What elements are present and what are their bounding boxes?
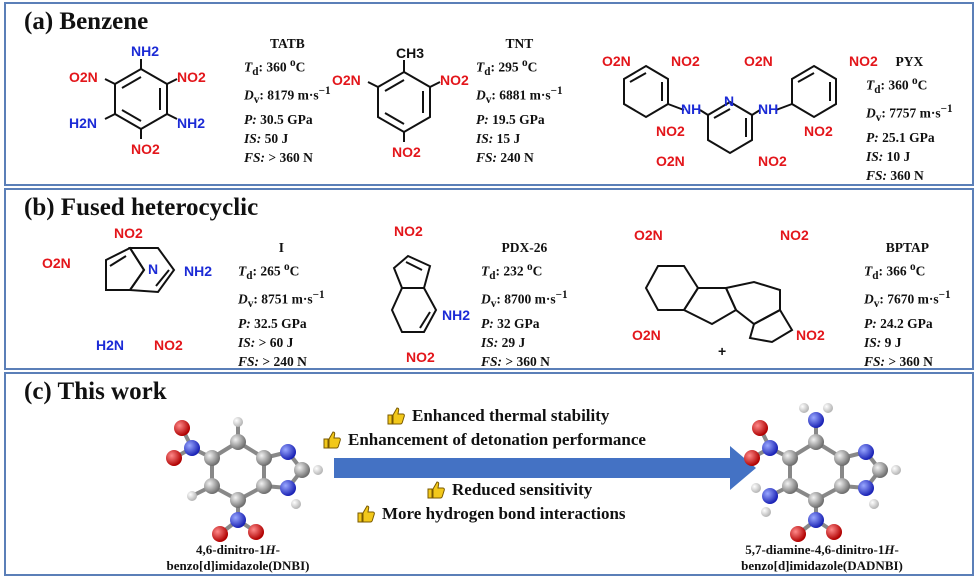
atom-no2: NO2	[796, 327, 825, 343]
atom-nh: NH	[758, 101, 778, 117]
atom-h2n: H2N	[96, 337, 124, 353]
panel-fused-heterocyclic: (b) Fused heterocyclic NO2 O2N N NH2 H2N…	[4, 188, 974, 370]
compound-i-structure: NO2 O2N N NH2 H2N NO2	[42, 225, 212, 353]
atom-no2: NO2	[154, 337, 183, 353]
pyx-properties: PYX Td: 360 oC Dv: 7757 m·s−1 P: 25.1 GP…	[866, 54, 953, 184]
atom-nh2: NH2	[442, 307, 470, 323]
compound-name: BPTAP	[885, 240, 929, 255]
atom-n: N	[724, 93, 734, 109]
compound-i-properties: I Td: 265 oC Dv: 8751 m·s−1 P: 32.5 GPa …	[238, 240, 325, 370]
atom-nh2: NH2	[131, 43, 159, 59]
advantage-item: More hydrogen bond interactions	[356, 504, 626, 524]
pdx26-properties: PDX-26 Td: 232 oC Dv: 8700 m·s−1 P: 32 G…	[481, 240, 568, 370]
atom-no2: NO2	[656, 123, 685, 139]
atom-no2: NO2	[131, 141, 160, 157]
tatb-structure: NH2 NO2 NH2 NO2 H2N O2N	[69, 43, 206, 157]
atom-no2: NO2	[671, 53, 700, 69]
compound-name: I	[278, 240, 284, 255]
atom-n: N	[148, 261, 158, 277]
atom-ch3: CH3	[396, 45, 424, 61]
thumbs-up-icon	[386, 406, 406, 426]
thumbs-up-icon	[356, 504, 376, 524]
atom-no2: NO2	[440, 72, 469, 88]
compound-name: PDX-26	[501, 240, 548, 255]
atom-no2: NO2	[758, 153, 787, 169]
panel-c-title: (c) This work	[24, 378, 167, 405]
atom-o2n: O2N	[744, 53, 773, 69]
atom-no2: NO2	[114, 225, 143, 241]
atom-o2n: O2N	[42, 255, 71, 271]
pdx26-structure: NO2 NH2 NO2	[390, 223, 470, 365]
atom-no2: NO2	[804, 123, 833, 139]
advantage-item: Enhanced thermal stability	[386, 406, 609, 426]
advantage-item: Enhancement of detonation performance	[322, 430, 646, 450]
panel-benzene: (a) Benzene NH2 NO2 NH2 NO2 H2N O2N	[4, 2, 974, 186]
panel-this-work: (c) This work	[4, 372, 974, 576]
thumbs-up-icon	[426, 480, 446, 500]
atom-nh2: NH2	[184, 263, 212, 279]
compound-name: TATB	[269, 36, 305, 51]
atom-o2n: O2N	[69, 69, 98, 85]
dadnbi-model	[744, 403, 901, 542]
compound-name: PYX	[895, 54, 924, 69]
tnt-properties: TNT Td: 295 oC Dv: 6881 m·s−1 P: 19.5 GP…	[476, 36, 563, 166]
atom-no2: NO2	[394, 223, 423, 239]
reaction-arrow	[334, 446, 756, 490]
atom-plus: +	[718, 343, 726, 359]
compound-name: TNT	[505, 36, 534, 51]
bptap-properties: BPTAP Td: 366 oC Dv: 7670 m·s−1 P: 24.2 …	[864, 240, 951, 370]
tatb-properties: TATB Td: 360 oC Dv: 8179 m·s−1 P: 30.5 G…	[244, 36, 331, 166]
tnt-structure: CH3 NO2 O2N NO2	[332, 45, 469, 160]
atom-nh: NH	[681, 101, 701, 117]
panel-a-title: (a) Benzene	[24, 8, 149, 35]
atom-o2n: O2N	[332, 72, 361, 88]
atom-o2n: O2N	[632, 327, 661, 343]
thumbs-up-icon	[322, 430, 342, 450]
atom-no2: NO2	[177, 69, 206, 85]
atom-o2n: O2N	[634, 227, 663, 243]
bptap-structure: O2N NO2 O2N NO2 +	[632, 227, 825, 359]
atom-o2n: O2N	[656, 153, 685, 169]
dadnbi-caption: 5,7-diamine-4,6-dinitro-1H- benzo[d]imid…	[741, 542, 903, 573]
dnbi-model	[166, 417, 323, 542]
atom-no2: NO2	[406, 349, 435, 365]
pyx-structure: NH NH N O2N NO2 O2N NO2 NO2 NO2 O2N NO2	[602, 53, 878, 169]
panel-b-title: (b) Fused heterocyclic	[24, 194, 259, 221]
atom-h2n: H2N	[69, 115, 97, 131]
atom-no2: NO2	[849, 53, 878, 69]
dnbi-caption: 4,6-dinitro-1H- benzo[d]imidazole(DNBI)	[166, 542, 310, 573]
atom-no2: NO2	[780, 227, 809, 243]
atom-o2n: O2N	[602, 53, 631, 69]
reaction-scheme	[166, 403, 901, 542]
atom-nh2: NH2	[177, 115, 205, 131]
atom-no2: NO2	[392, 144, 421, 160]
advantage-item: Reduced sensitivity	[426, 480, 592, 500]
